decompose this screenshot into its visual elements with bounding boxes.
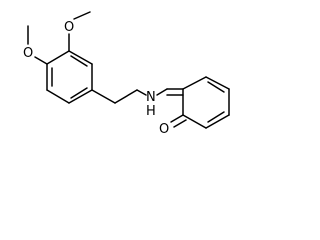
ring-bond [68, 50, 93, 65]
ring-double-bond [207, 81, 225, 93]
methoxy-group-left: O [23, 25, 48, 65]
chain-bond [91, 89, 116, 104]
ring-bond [205, 76, 230, 90]
oxygen-atom-label: O [64, 20, 74, 35]
dimethoxyphenyl-ring [46, 50, 93, 104]
nitrogen-atom-label: N [146, 90, 156, 105]
bond-ring-to-oxygen [34, 56, 48, 65]
ketone-group: O [159, 114, 187, 137]
hydrogen-atom-label: H [146, 104, 156, 119]
chemical-structure: O O N H O [23, 11, 230, 137]
methoxy-group-top: O [64, 11, 91, 52]
ring-bond [46, 50, 70, 65]
carbonyl-double-bond [170, 114, 184, 123]
chain-bond [156, 88, 168, 96]
oxygen-atom-label: O [23, 46, 33, 61]
bond-oxygen-to-methyl [73, 11, 91, 20]
ring-double-bond [207, 111, 225, 123]
ring-bond [205, 114, 230, 129]
ring-double-bond [70, 55, 88, 67]
carbonyl-double-bond [173, 119, 187, 128]
ring-bond [46, 89, 70, 104]
ring-bond [182, 114, 207, 129]
methylidene-linker [156, 88, 184, 96]
ring-double-bond [70, 87, 88, 99]
amine-group: N H [146, 90, 156, 119]
ring-bond [182, 76, 207, 90]
chain-bond [114, 89, 138, 104]
cyclohexadienone-ring [182, 76, 230, 129]
ethyl-linker [91, 89, 147, 104]
chain-bond [136, 89, 147, 96]
ring-bond [68, 89, 93, 104]
oxygen-atom-label: O [159, 122, 169, 137]
